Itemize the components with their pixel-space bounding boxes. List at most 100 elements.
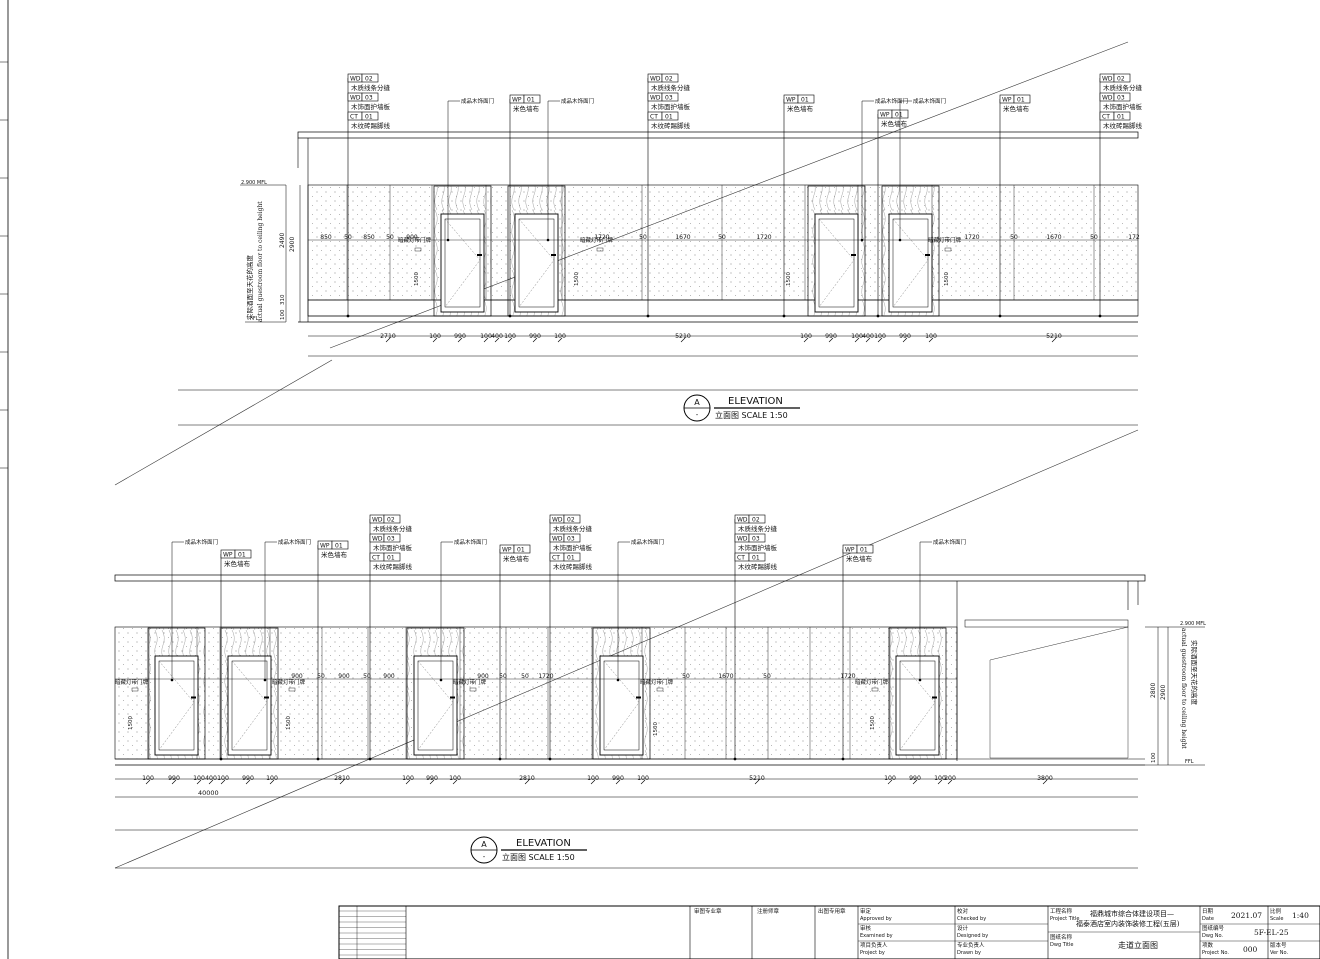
project-title-label-cn: 工程名称 <box>1050 907 1073 915</box>
material-code: CT <box>350 114 358 121</box>
door-callout: 成品木饰面门 <box>918 538 966 682</box>
material-number: 02 <box>365 76 373 83</box>
bottom-dim: 100 <box>925 333 937 340</box>
height-dim: 2900 <box>289 237 296 252</box>
material-code: WD <box>350 95 361 102</box>
height-dim: 100 <box>1151 752 1157 763</box>
material-number: 02 <box>752 517 760 524</box>
bottom-dim: 100 <box>637 775 649 782</box>
door-3 <box>807 185 866 317</box>
panel-dim: 50 <box>1010 234 1018 241</box>
panel-dim: 50 <box>1090 234 1098 241</box>
material-code: WD <box>1102 95 1113 102</box>
sig-project-cn: 项目负责人 <box>860 941 888 949</box>
drawing-title: 走道立面图 <box>1118 940 1158 950</box>
door-callout-label: 成品木饰面门 <box>185 538 218 546</box>
material-number: 01 <box>665 114 673 121</box>
material-code: WD <box>737 536 748 543</box>
date-value: 2021.07 <box>1231 911 1262 920</box>
door-2 <box>507 185 566 317</box>
material-desc: 木质线条分缝 <box>351 83 391 92</box>
door-swing <box>231 660 268 751</box>
material-desc: 木质线条分缝 <box>651 83 691 92</box>
section-symbol-letter: A <box>481 840 487 849</box>
material-desc: 米色墙布 <box>846 554 873 563</box>
bottom-dim: 100 <box>934 775 946 782</box>
door-callout-label: 成品木饰面门 <box>561 97 594 105</box>
door-leaf <box>514 213 559 313</box>
material-number: 01 <box>860 547 868 554</box>
material-desc: 木饰面护墙板 <box>1103 102 1143 111</box>
sig-examined-cn: 审核 <box>860 924 872 932</box>
panel-dim: 50 <box>521 673 529 680</box>
height-dim: 2800 <box>1150 683 1157 698</box>
door-4 <box>881 185 940 317</box>
bottom-dim: 100 <box>193 775 205 782</box>
material-number: 02 <box>567 517 575 524</box>
door-height-dim: 1500 <box>574 272 580 286</box>
door-panel <box>518 218 555 308</box>
stamp-issue: 出图专用章 <box>818 907 846 915</box>
panel-dim: 50 <box>639 234 647 241</box>
bottom-dim: 100 <box>800 333 812 340</box>
panel-dim: 50 <box>718 234 726 241</box>
dwg-no-value: 5F-EL-25 <box>1254 928 1289 937</box>
material-code: WD <box>737 517 748 524</box>
panel-dim: 1670 <box>1046 234 1061 241</box>
material-number: 01 <box>517 547 525 554</box>
height-note-en: actual guestroom floor to ceiling height <box>1180 628 1187 749</box>
door-callout: 成品木饰面门 <box>446 97 494 242</box>
door-leaf <box>895 655 940 756</box>
door-panel <box>158 660 195 751</box>
door-height-dim: 1500 <box>653 722 659 736</box>
scale-value: 1:40 <box>1292 911 1309 920</box>
sig-checked-en: Checked by <box>957 916 986 922</box>
door-height-dim: 1500 <box>128 716 134 730</box>
sig-approved-en: Approved by <box>860 916 892 922</box>
door-height-dim: 1500 <box>414 272 420 286</box>
door-leaf <box>413 655 458 756</box>
door-callout-label: 成品木饰面门 <box>875 97 908 105</box>
panel-dim: 900 <box>406 234 418 241</box>
bottom-dim: 100 <box>429 333 441 340</box>
door-panel <box>417 660 454 751</box>
bottom-dim: 3800 <box>1037 775 1053 782</box>
project-no-label-en: Project No. <box>1202 950 1229 956</box>
bottom-dim: 100 <box>480 333 492 340</box>
door-1 <box>147 627 206 760</box>
sig-approved-cn: 审定 <box>860 907 872 915</box>
panel-dim: 1670 <box>675 234 690 241</box>
door-height-dim: 1500 <box>286 716 292 730</box>
dwg-no-label-en: Dwg No. <box>1202 933 1223 939</box>
height-note-cn: 实际酒面至天花的高度 <box>245 255 254 321</box>
recess-panel <box>964 619 1129 628</box>
bottom-dim: 100 <box>884 775 896 782</box>
height-dim: 2900 <box>1160 685 1167 700</box>
bottom-dim: 400 <box>205 775 217 782</box>
material-desc: 米色墙布 <box>224 559 251 568</box>
sig-checked-cn: 校对 <box>957 907 969 915</box>
panel-dim: 50 <box>499 673 507 680</box>
door-handle <box>551 254 556 256</box>
skirting-band <box>307 299 1139 317</box>
door-panel <box>231 660 268 751</box>
bottom-dim: 100 <box>266 775 278 782</box>
height-dim: 310 <box>280 294 286 305</box>
door-callout-label: 成品木饰面门 <box>933 538 966 546</box>
door-handle <box>851 254 856 256</box>
panel-dim: 1720 <box>964 234 979 241</box>
door-handle <box>925 254 930 256</box>
panel-dim: 1670 <box>718 673 733 680</box>
material-number: 01 <box>895 112 903 119</box>
ceiling-slab <box>297 131 1139 139</box>
bottom-dim: 990 <box>426 775 438 782</box>
door-1 <box>433 185 492 317</box>
material-desc: 木质线条分缝 <box>738 524 778 533</box>
dwg-no-label-cn: 图纸编号 <box>1202 924 1225 932</box>
